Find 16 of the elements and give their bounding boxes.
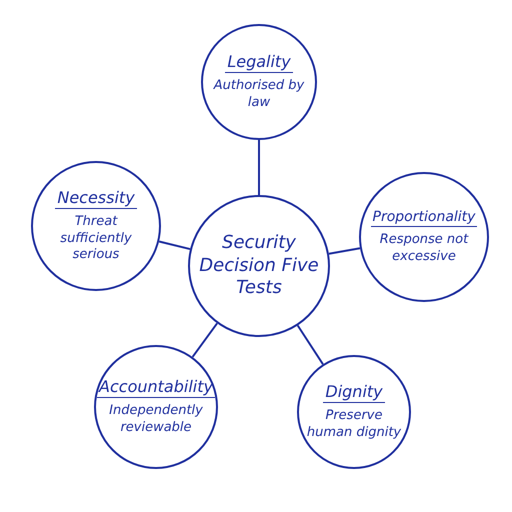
test-heading: Proportionality — [370, 208, 478, 227]
connector-line — [328, 247, 360, 255]
test-description: Authorised by law — [212, 78, 306, 112]
connector-line — [258, 140, 260, 195]
test-description: Preserve human dignity — [306, 408, 402, 442]
test-description: Response not excessive — [378, 232, 470, 266]
test-description: Threat sufficiently serious — [59, 214, 133, 264]
test-heading: Accountability — [97, 377, 215, 398]
connector-line — [296, 324, 324, 365]
test-heading: Necessity — [55, 188, 137, 209]
test-heading: Legality — [225, 52, 293, 74]
test-heading: Dignity — [323, 382, 385, 404]
test-description: Independently reviewable — [108, 403, 204, 437]
connector-line — [158, 240, 190, 250]
connector-line — [192, 322, 218, 358]
circle-title: Security Decision Five Tests — [199, 232, 319, 300]
